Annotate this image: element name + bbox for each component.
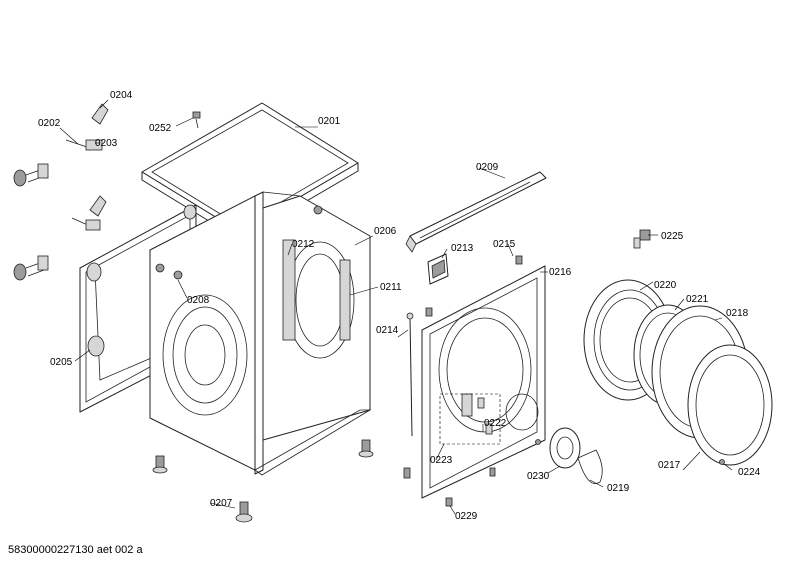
callout-0213: 0213 (451, 243, 474, 254)
callout-0202: 0202 (38, 118, 61, 129)
callout-0222: 0222 (484, 418, 507, 429)
callout-0203: 0203 (95, 138, 118, 149)
bolts-part (403, 255, 523, 507)
hinge-0230-part (535, 427, 581, 469)
callout-0221: 0221 (686, 294, 709, 305)
callout-0230: 0230 (527, 471, 550, 482)
clamp-ring-0219-part (577, 449, 603, 484)
plug-0225-part (633, 229, 651, 249)
callout-0216: 0216 (549, 267, 572, 278)
callout-0223: 0223 (430, 455, 453, 466)
callout-0211: 0211 (380, 282, 402, 293)
callout-0215: 0215 (493, 239, 516, 250)
module-0213-part (427, 253, 449, 285)
feet-0207-part (152, 439, 374, 523)
mounting-brackets-part (13, 103, 109, 281)
callout-0218: 0218 (726, 308, 749, 319)
callout-0229: 0229 (455, 511, 478, 522)
callout-0220: 0220 (654, 280, 677, 291)
door-frame-0217-part (687, 344, 773, 466)
rail-0209-part (405, 171, 547, 253)
callout-0204: 0204 (110, 90, 133, 101)
callout-0212: 0212 (292, 239, 315, 250)
drawing-id-label: 58300000227130 aet 002 a (8, 544, 143, 556)
callout-0252: 0252 (149, 123, 172, 134)
callout-0209: 0209 (476, 162, 499, 173)
callout-0201: 0201 (318, 116, 341, 127)
callout-labels: 0201 0202 0203 0204 0205 0206 0207 0208 … (38, 90, 761, 522)
callout-0219: 0219 (607, 483, 630, 494)
callout-0207: 0207 (210, 498, 233, 509)
callout-0208: 0208 (187, 295, 210, 306)
callout-0214: 0214 (376, 325, 399, 336)
callout-0225: 0225 (661, 231, 684, 242)
front-panel-0216-part (421, 265, 546, 499)
callout-0217: 0217 (658, 460, 681, 471)
cabinet-housing-part (149, 191, 372, 476)
callout-0205: 0205 (50, 357, 73, 368)
callout-0206: 0206 (374, 226, 397, 237)
screw-0252-part (192, 111, 201, 129)
leader-lines (59, 99, 733, 515)
rod-0214-part (406, 312, 414, 437)
callout-0224: 0224 (738, 467, 761, 478)
